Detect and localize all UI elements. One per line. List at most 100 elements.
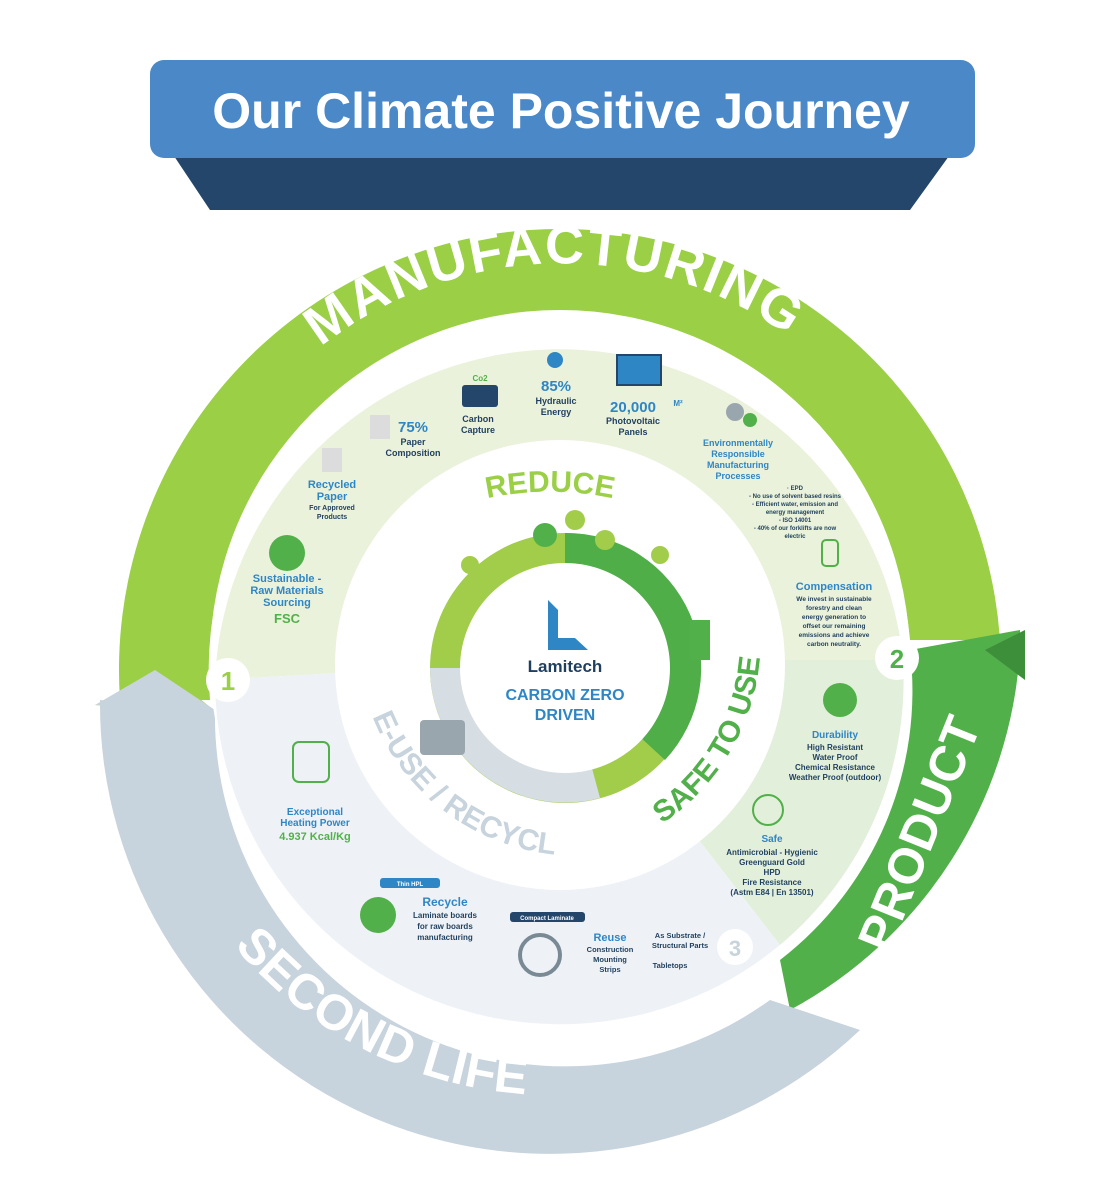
reuse-right1: As Substrate /: [655, 931, 706, 940]
safe-line2: Greenguard Gold: [739, 858, 805, 867]
carbon-line1: Carbon: [462, 414, 494, 424]
heating-item: Exceptional Heating Power 4.937 Kcal/Kg: [279, 741, 351, 843]
comp-title: Compensation: [796, 581, 873, 593]
stage-2-badge: [875, 636, 919, 680]
product-ring: [780, 630, 1020, 1010]
antimicrobial-icon: [752, 794, 784, 826]
water-drop-icon: [547, 352, 563, 368]
safe-line5: (Astm E84 | En 13501): [730, 888, 814, 897]
product-arrow: [985, 630, 1025, 680]
durability-line1: High Resistant: [807, 743, 863, 752]
comp-line5: emissions and achieve: [799, 632, 870, 639]
lamitech-logo-icon: [548, 600, 588, 650]
compensation-item: Compensation We invest in sustainable fo…: [796, 539, 873, 648]
carbon-capture-item: Co2 Carbon Capture: [461, 374, 498, 435]
carbon-zero-line2: DRIVEN: [535, 707, 595, 724]
env-bullet6: - 40% of our forklifts are now: [754, 526, 837, 532]
recycle-icon: [533, 523, 557, 547]
leaf-icon: [269, 535, 305, 571]
carbon-capture-icon: [462, 385, 498, 407]
hydraulic-line1: Hydraulic: [535, 396, 576, 406]
stage-3-badge: [717, 929, 753, 965]
paper-composition-item: 75% Paper Composition: [370, 415, 441, 458]
fsc-line3: Sourcing: [263, 597, 311, 609]
solar-unit: M²: [673, 399, 683, 408]
reuse-line2: Mounting: [593, 955, 627, 964]
env-line4: Processes: [715, 471, 760, 481]
tree-icon: [565, 510, 585, 530]
carbon-zero-line1: CARBON ZERO: [505, 687, 624, 704]
paper-icon: [322, 448, 342, 472]
recycled-sub1: For Approved: [309, 505, 355, 512]
durability-icon: [823, 683, 857, 717]
compact-laminate-label: Compact Laminate: [520, 916, 574, 922]
heat-value: 4.937 Kcal/Kg: [279, 831, 351, 843]
solar-value: 20,000: [610, 399, 656, 416]
recycled-line1: Recycled: [308, 479, 356, 491]
gear-green-icon: [743, 413, 757, 427]
stage-1-badge: [206, 658, 250, 702]
heat-line1: Exceptional: [287, 807, 343, 818]
safe-line1: Antimicrobial - Hygienic: [726, 848, 818, 857]
comp-line1: We invest in sustainable: [796, 596, 872, 603]
plug-bolt-icon: [292, 741, 330, 783]
heat-line2: Heating Power: [280, 818, 350, 829]
env-line2: Responsible: [711, 449, 765, 459]
shrub-icon: [461, 556, 479, 574]
fsc-line2: Raw Materials: [250, 585, 323, 597]
recycled-line2: Paper: [317, 491, 348, 503]
reuse-title: Reuse: [593, 932, 626, 944]
env-bullet2: - No use of solvent based resins: [749, 494, 842, 500]
solar-line1: Photovoltaic: [606, 416, 660, 426]
env-bullet7: electric: [784, 534, 806, 540]
plug-leaf-icon: [821, 539, 839, 567]
hydraulic-line2: Energy: [541, 407, 572, 417]
thin-hpl-tag: [380, 878, 440, 888]
solar-line2: Panels: [618, 427, 647, 437]
safe-line3: HPD: [764, 868, 781, 877]
paper-stack-icon: [370, 415, 390, 439]
safe-item: Safe Antimicrobial - Hygienic Greenguard…: [726, 794, 818, 897]
safe-title: Safe: [761, 834, 783, 845]
gear-reuse-icon: [518, 933, 562, 977]
reuse-line3: Strips: [599, 965, 620, 974]
title-banner: [150, 60, 975, 158]
reuse-line1: Construction: [587, 945, 634, 954]
reuse-right2: Structural Parts: [652, 941, 708, 950]
brand-name: Lamitech: [528, 657, 603, 676]
env-line1: Environmentally: [703, 438, 773, 448]
second-life-ring: [99, 700, 860, 1154]
paper-line1: Paper: [400, 437, 426, 447]
durability-item: Durability High Resistant Water Proof Ch…: [789, 683, 881, 782]
fsc-item: Sustainable - Raw Materials Sourcing FSC: [250, 535, 324, 626]
env-process-item: Environmentally Responsible Manufacturin…: [703, 403, 842, 540]
recycle-title: Recycle: [422, 895, 468, 909]
comp-line3: energy generation to: [802, 614, 866, 621]
hydraulic-value: 85%: [541, 378, 571, 395]
env-bullet3: - Efficient water, emission and: [752, 502, 838, 508]
device-icon: [420, 720, 465, 755]
env-bullet5: - ISO 14001: [779, 518, 812, 524]
gear-icon: [726, 403, 744, 421]
reuse-right3: Tabletops: [653, 961, 688, 970]
solar-panel-icon: [616, 354, 662, 386]
page-title: Our Climate Positive Journey: [212, 83, 910, 139]
globe-center: [460, 563, 670, 773]
comp-line2: forestry and clean: [806, 605, 862, 612]
bin-icon: [595, 530, 615, 550]
paper-line2: Composition: [386, 448, 441, 458]
stage-2-number: 2: [890, 644, 904, 674]
env-bullet1: · EPD: [787, 486, 804, 492]
env-bullet4: energy management: [766, 510, 824, 516]
env-line3: Manufacturing: [707, 460, 769, 470]
fsc-value: FSC: [274, 611, 301, 626]
durability-title: Durability: [812, 730, 859, 741]
durability-line2: Water Proof: [812, 753, 857, 762]
safe-line4: Fire Resistance: [742, 878, 802, 887]
comp-line6: carbon neutrality.: [807, 641, 861, 648]
stage-3-number: 3: [729, 936, 741, 961]
paper-value: 75%: [398, 419, 428, 436]
recycle-line3: manufacturing: [417, 933, 473, 942]
thin-hpl-label: Thin HPL: [397, 882, 424, 888]
